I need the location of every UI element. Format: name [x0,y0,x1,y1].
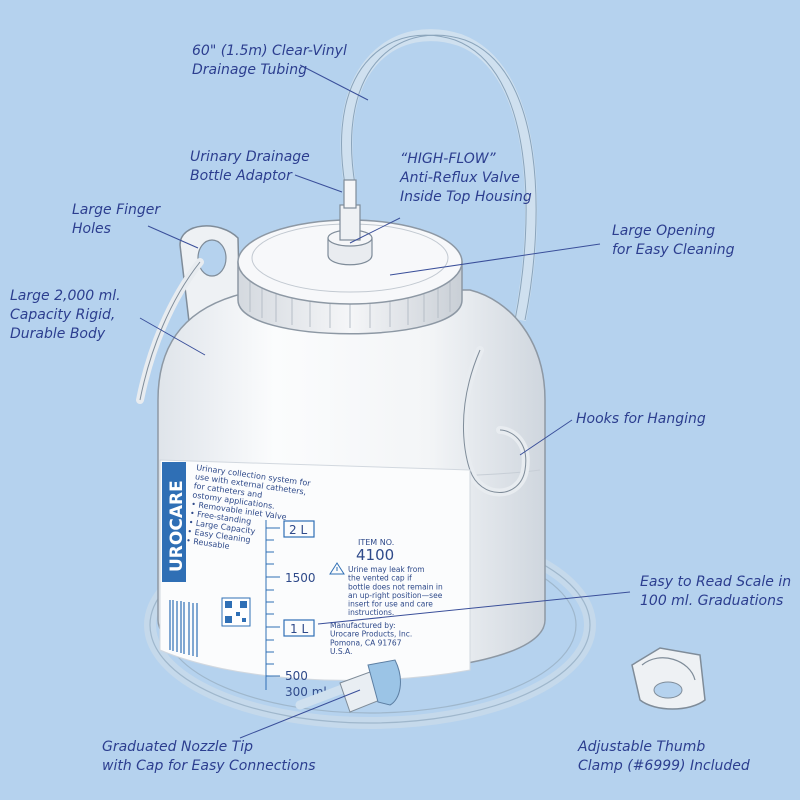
left-hook [136,258,204,404]
callout-finger-holes: Large Finger Holes [72,202,161,237]
nozzle-tip [295,659,401,713]
manufacturer-text: Manufactured by:Urocare Products, Inc.Po… [330,621,412,656]
leader-lines [139,64,631,739]
warning-tspan-line: instructions. [348,608,394,617]
scale-1l: 1 L [290,622,308,636]
label-features: Urinary collection system foruse with ex… [185,463,311,561]
callout-tubing: 60" (1.5m) Clear-Vinyl Drainage Tubing [192,43,347,78]
manufacturer-tspan-line: Pomona, CA 91767 [330,638,402,647]
valve-housing [327,179,373,266]
graduated-scale [265,520,280,690]
scale-1500: 1500 [285,571,316,585]
callout-clamp: Adjustable Thumb Clamp (#6999) Included [578,739,750,774]
callout-opening: Large Opening for Easy Cleaning [612,223,735,258]
drainage-tubing [340,29,538,322]
callout-hooks: Hooks for Hanging [576,411,706,427]
warning-tspan-line: insert for use and care [348,600,433,609]
item-label: ITEM NO. [358,538,394,547]
scale-500: 500 [285,669,308,683]
leader-body [139,317,206,356]
manufacturer-tspan-line: Urocare Products, Inc. [330,630,412,639]
warning-icon [329,562,345,575]
brand-band [162,462,186,582]
brand-text: UROCARE [167,480,187,572]
leader-opening [389,243,601,276]
leader-valve [349,217,401,244]
qr-code [221,597,251,627]
warning-tspan-line: the vented cap if [348,574,412,583]
leader-scale [317,591,631,625]
callout-nozzle: Graduated Nozzle Tip with Cap for Easy C… [102,739,316,774]
scale-1l-box [283,619,315,637]
item-number: 4100 [356,546,394,564]
warning-tspan-line: an up-right position—see [348,591,443,600]
leader-adaptor [294,174,343,193]
leader-finger-holes [147,225,199,249]
manufacturer-tspan-line: U.S.A. [330,647,352,656]
warning-tspan-line: bottle does not remain in [348,582,443,591]
manufacturer-tspan: Manufactured by: [330,621,396,630]
leader-tubing [299,64,369,101]
warning-tspan: Urine may leak from [348,565,425,574]
hanging-hook [459,346,530,497]
leader-hooks [519,419,573,456]
callout-valve: “HIGH-FLOW” Anti-Reflux Valve Inside Top… [400,151,532,205]
callout-adaptor: Urinary Drainage Bottle Adaptor [190,149,310,184]
callout-body: Large 2,000 ml. Capacity Rigid, Durable … [10,288,121,342]
callout-scale: Easy to Read Scale in 100 ml. Graduation… [640,574,792,609]
thumb-clamp [631,647,706,710]
leader-nozzle [239,689,361,739]
scale-2l-box [283,520,315,538]
bottle-label: UROCARE Urinary collection system foruse… [159,459,471,699]
scale-2l: 2 L [289,523,307,537]
barcode [169,600,198,657]
